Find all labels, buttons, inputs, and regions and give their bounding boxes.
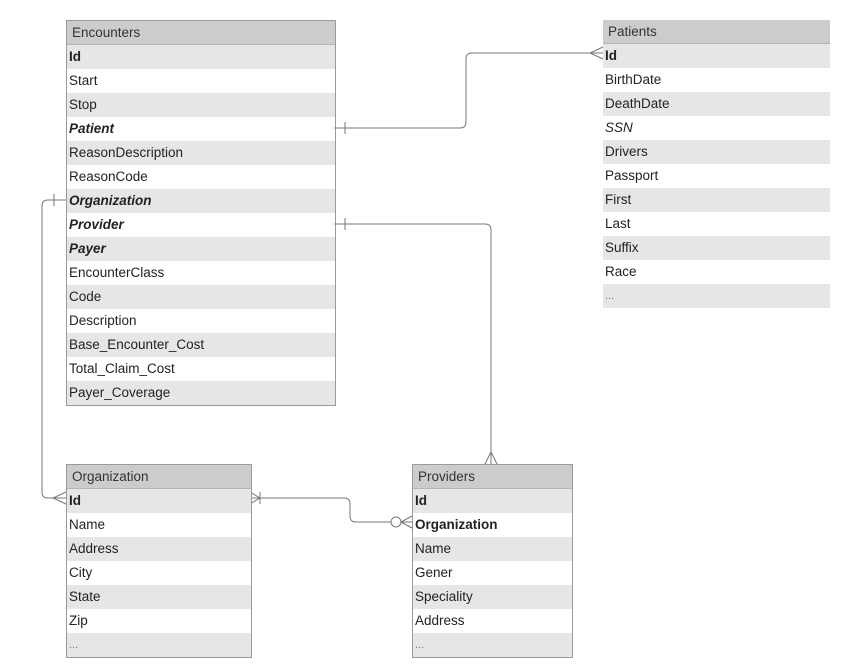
field-row[interactable]: State — [67, 585, 251, 609]
field-row[interactable]: Speciality — [413, 585, 572, 609]
field-row[interactable]: Id — [603, 44, 830, 68]
field-row[interactable]: Organization — [415, 517, 498, 532]
field-row[interactable]: DeathDate — [603, 92, 830, 116]
rel-encounters-providers — [334, 223, 492, 464]
zero-marker — [390, 516, 402, 528]
field-row[interactable]: Last — [605, 216, 631, 231]
field-row[interactable]: Payer_Coverage — [67, 381, 335, 405]
rel-organization-providers — [250, 497, 412, 523]
field-row[interactable]: Zip — [69, 613, 88, 628]
field-row[interactable]: Id — [67, 489, 251, 513]
field-row[interactable]: EncounterClass — [69, 265, 165, 280]
field-row[interactable]: Id — [67, 45, 335, 69]
table-title: Patients — [603, 20, 830, 44]
crowfoot-marker — [588, 46, 604, 60]
crowfoot-marker — [484, 450, 498, 465]
field-row[interactable]: Name — [413, 537, 572, 561]
one-many-marker — [249, 491, 261, 505]
field-row[interactable]: City — [69, 565, 93, 580]
field-row[interactable]: ... — [67, 633, 251, 657]
field-row[interactable]: Stop — [67, 93, 335, 117]
crowfoot-marker — [399, 515, 413, 529]
field-row[interactable]: Drivers — [603, 140, 830, 164]
table-title: Providers — [413, 465, 572, 489]
field-row[interactable]: ... — [603, 284, 830, 308]
field-row[interactable]: Address — [415, 613, 465, 628]
field-row[interactable]: Organization — [67, 189, 335, 213]
rel-encounters-organization — [41, 199, 66, 499]
field-row[interactable]: ... — [413, 633, 572, 657]
field-row[interactable]: BirthDate — [605, 72, 662, 87]
field-row[interactable]: Patient — [69, 121, 115, 136]
field-row[interactable]: Id — [413, 489, 572, 513]
table-title: Encounters — [67, 21, 335, 45]
field-row[interactable]: ReasonDescription — [67, 141, 335, 165]
field-row[interactable]: SSN — [605, 120, 633, 135]
field-row[interactable]: Suffix — [603, 236, 830, 260]
field-row[interactable]: Code — [67, 285, 335, 309]
field-row[interactable]: Gener — [415, 565, 453, 580]
field-row[interactable]: First — [603, 188, 830, 212]
field-row[interactable]: Name — [69, 517, 106, 532]
rel-encounters-patients — [334, 52, 603, 129]
field-row[interactable]: ReasonCode — [69, 169, 148, 184]
field-row[interactable]: Base_Encounter_Cost — [67, 333, 335, 357]
field-row[interactable]: Race — [605, 264, 637, 279]
field-row[interactable]: Passport — [605, 168, 659, 183]
field-row[interactable]: Payer — [67, 237, 335, 261]
field-row[interactable]: Total_Claim_Cost — [69, 361, 175, 376]
field-row[interactable]: Address — [67, 537, 251, 561]
field-row[interactable]: Start — [69, 73, 98, 88]
field-row[interactable]: Provider — [69, 217, 124, 232]
field-row[interactable]: Description — [69, 313, 137, 328]
crowfoot-marker — [51, 491, 67, 505]
table-title: Organization — [67, 465, 251, 489]
